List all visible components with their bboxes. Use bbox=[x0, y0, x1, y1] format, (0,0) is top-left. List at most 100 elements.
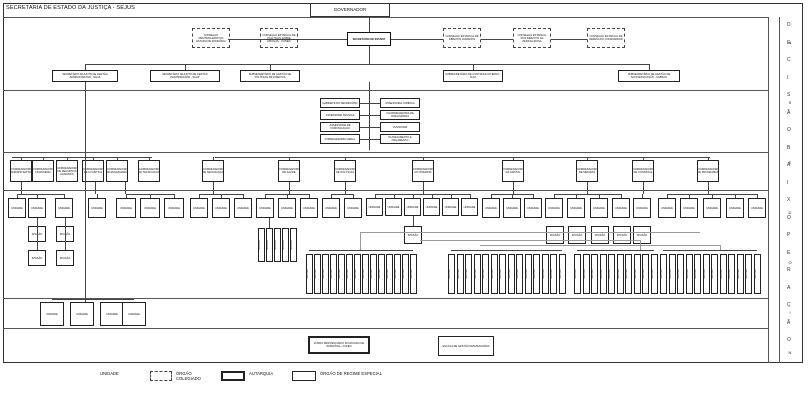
connector-line bbox=[643, 157, 644, 160]
connector-line bbox=[577, 250, 654, 251]
connector-line bbox=[270, 64, 271, 70]
connector-line bbox=[125, 182, 126, 194]
unit-box: UNIDADE bbox=[116, 198, 136, 218]
unit-box: UNIDADE bbox=[680, 198, 698, 218]
staff-box: ASSESSORIA TÉCNICA bbox=[320, 110, 360, 120]
cell-strip: NÚCLEO bbox=[322, 254, 329, 294]
connector-line bbox=[649, 64, 650, 70]
connector-line bbox=[554, 194, 621, 195]
cell-strip: NÚCLEO bbox=[616, 254, 624, 294]
unit-box: UNIDADE bbox=[164, 198, 184, 218]
level-letter: E bbox=[787, 249, 791, 256]
cell-strip: NÚCLEO bbox=[728, 254, 735, 294]
connector-line bbox=[85, 82, 86, 160]
unit-box: UNIDADE bbox=[423, 198, 440, 216]
connector-line bbox=[360, 103, 369, 104]
connector-line bbox=[391, 39, 443, 40]
connector-line bbox=[309, 250, 413, 251]
cell-strip: NÚCLEO bbox=[668, 254, 676, 294]
unit-box: UNIDADE bbox=[567, 198, 585, 218]
connector-line bbox=[360, 115, 369, 116]
connector-line bbox=[412, 194, 414, 198]
cell-strip: NÚCLEO bbox=[465, 254, 472, 294]
connector-line bbox=[735, 194, 736, 198]
connector-line bbox=[85, 64, 86, 70]
level-label: O bbox=[788, 260, 792, 265]
unit-box: UNIDADE bbox=[482, 198, 500, 218]
level-letter: O bbox=[787, 214, 791, 221]
connector-line bbox=[213, 182, 214, 194]
level-letter: S bbox=[787, 92, 791, 98]
unit-box: UNIDADE bbox=[726, 198, 744, 218]
division-box: DIVISÃO bbox=[404, 226, 422, 244]
division-box: DIVISÃO bbox=[546, 226, 564, 244]
connector-line bbox=[12, 157, 152, 158]
unit-box: UNIDADE bbox=[612, 198, 630, 218]
connector-line bbox=[213, 157, 214, 160]
level-label: S bbox=[788, 100, 792, 105]
connector-line bbox=[199, 194, 200, 198]
cell-strip: NÚCLEO bbox=[499, 254, 506, 294]
connector-line bbox=[85, 64, 649, 65]
level-label: N bbox=[788, 350, 792, 355]
connector-line bbox=[97, 194, 98, 198]
unit-box: UNIDADE bbox=[8, 198, 26, 218]
connector-line bbox=[369, 17, 370, 32]
connector-line bbox=[451, 250, 562, 251]
staff-box: ASSESSORIA DE COMUNICAÇÃO bbox=[320, 122, 360, 132]
connector-line bbox=[663, 250, 757, 251]
division-box: DIVISÃO bbox=[613, 226, 631, 244]
cell-strip: NÚCLEO bbox=[386, 254, 393, 294]
legend-special-swatch bbox=[292, 371, 316, 381]
unit-box: UNIDADE bbox=[28, 198, 46, 218]
legend-special-label: ÓRGÃO DE REGIME ESPECIAL bbox=[320, 371, 382, 376]
staff-box: CORREGEDORIA GERAL bbox=[320, 134, 360, 144]
connector-line bbox=[423, 157, 424, 160]
council-box: CONSELHO ESTADUAL DE POLÍTICAS SOBRE DRO… bbox=[260, 28, 298, 48]
connector-line bbox=[269, 218, 270, 228]
cell-strip: NÚCLEO bbox=[558, 254, 566, 294]
cell-strip: NÚCLEO bbox=[346, 254, 353, 294]
connector-line bbox=[309, 194, 310, 198]
council-box: CONSELHO ESTADUAL DE DIREITOS HUMANOS bbox=[443, 28, 481, 48]
cell-strip: NÚCLEO bbox=[550, 254, 557, 294]
connector-line bbox=[185, 64, 186, 70]
cell-strip: NÚCLEO bbox=[490, 254, 498, 294]
staff-box: PLANEJAMENTO E ORÇAMENTO bbox=[380, 134, 420, 144]
cell-strip: NÚCLEO bbox=[541, 254, 549, 294]
council-box: CONSELHO PENITENCIÁRIO DO ESTADO DE ROND… bbox=[192, 28, 230, 48]
divider bbox=[3, 298, 768, 299]
connector-line bbox=[287, 194, 288, 198]
connector-line bbox=[65, 218, 66, 250]
unit-box: UNIDADE bbox=[366, 198, 383, 216]
divider bbox=[3, 328, 768, 329]
coordination-box: COORDENADORIA DE LOGÍSTICA bbox=[82, 160, 104, 182]
connector-line bbox=[353, 194, 354, 198]
connector-line bbox=[52, 299, 134, 300]
fupen-box: FUNDO PENITENCIÁRIO DO ESTADO DE RONDÔNI… bbox=[308, 336, 370, 354]
connector-line bbox=[369, 127, 380, 128]
cell-strip: NÚCLEO bbox=[719, 254, 727, 294]
coordination-box: COORDENADORIA DE CONTROLE bbox=[632, 160, 654, 182]
adjunct-box: SUBSECRETÁRIO DE GESTÃO DE POLÍTICAS DE … bbox=[240, 70, 300, 82]
cell-strip: NÚCLEO bbox=[507, 254, 515, 294]
level-letter: C bbox=[787, 57, 791, 63]
level-letter: A bbox=[787, 162, 791, 168]
unit-box: UNIDADE bbox=[404, 198, 421, 216]
cell-strip: NÚCLEO bbox=[608, 254, 615, 294]
connector-line bbox=[64, 194, 65, 198]
level-letter: I bbox=[787, 74, 789, 81]
connector-line bbox=[85, 160, 86, 302]
cell-strip: NÚCLEO bbox=[753, 254, 761, 294]
connector-line bbox=[374, 194, 376, 198]
connector-line bbox=[369, 82, 370, 150]
connector-line bbox=[423, 182, 424, 194]
secretary-box: SECRETÁRIO DE ESTADO bbox=[347, 32, 391, 46]
connector-line bbox=[642, 194, 643, 198]
council-box: CONSELHO ESTADUAL DE DEFESA DO CONSUMIDO… bbox=[587, 28, 625, 48]
cell-strip: NÚCLEO bbox=[482, 254, 489, 294]
connector-line bbox=[757, 194, 758, 198]
cell-strip: NÚCLEO bbox=[402, 254, 409, 294]
staff-box: ASSESSORIA JURÍDICA bbox=[380, 98, 420, 108]
